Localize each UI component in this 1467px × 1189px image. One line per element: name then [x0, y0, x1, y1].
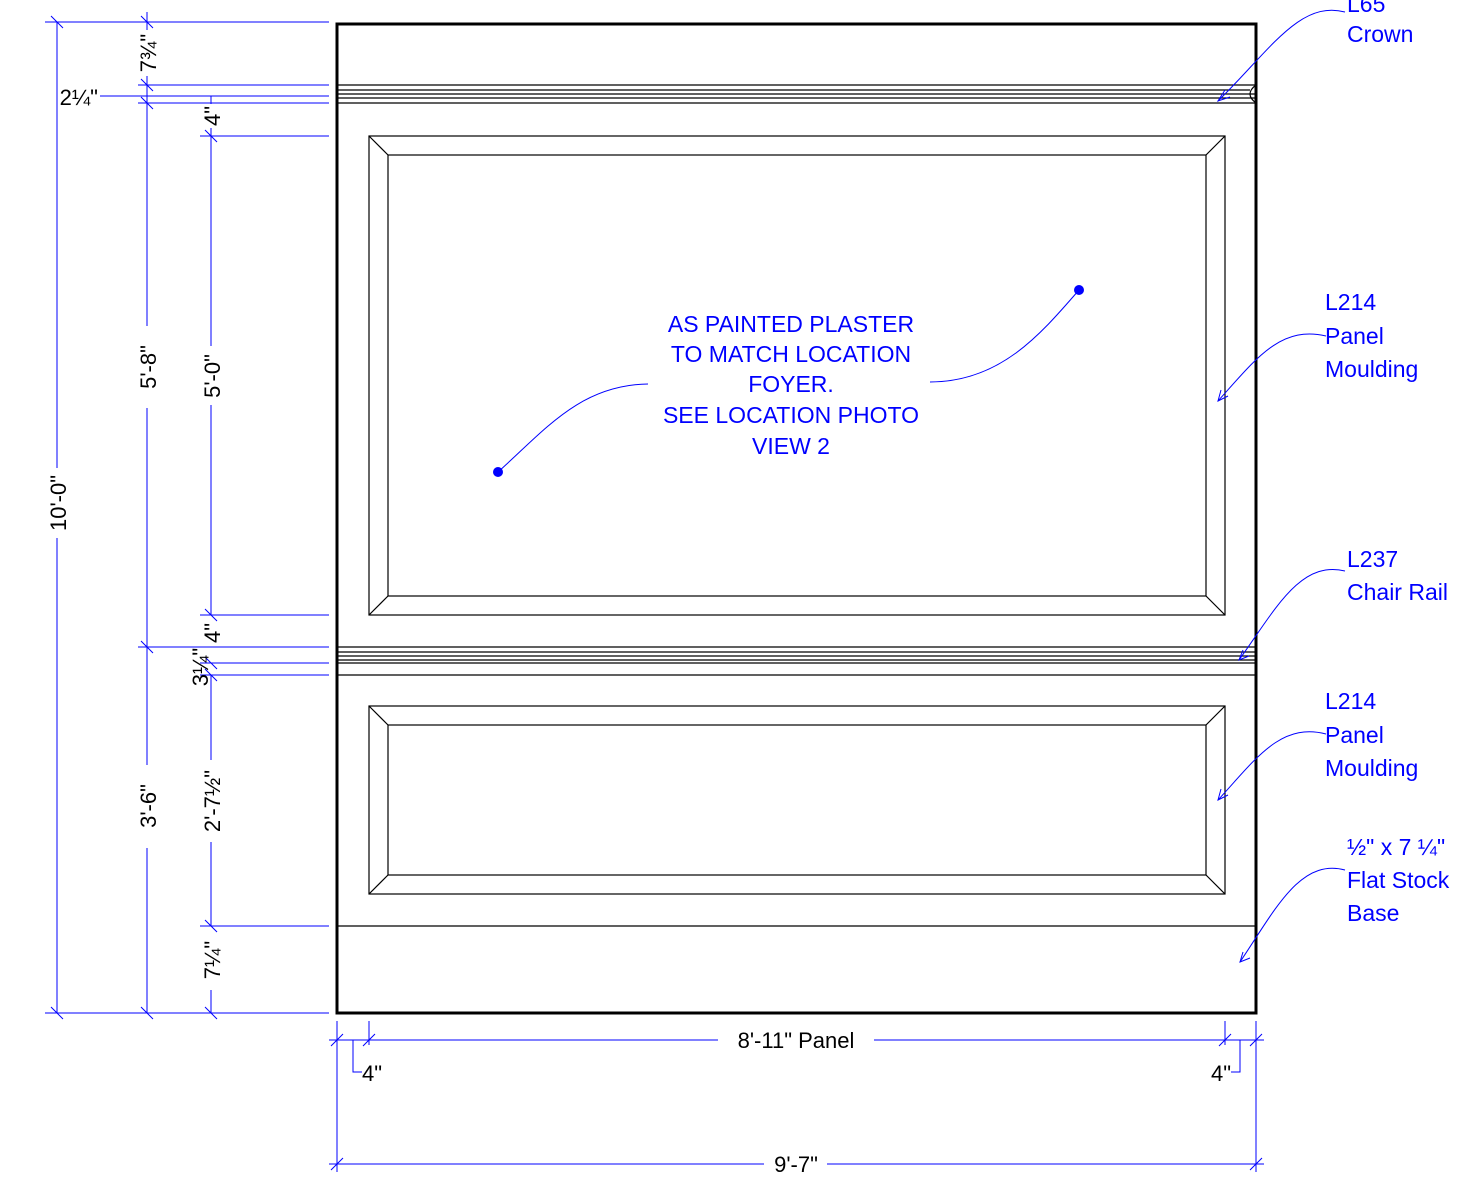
wall-elevation	[335, 22, 1258, 1015]
wall-outline	[335, 22, 1258, 1015]
note-line-1: AS PAINTED PLASTER	[668, 311, 914, 337]
upper-panel-leader	[1217, 333, 1327, 402]
callout-crown-code: L65	[1347, 0, 1385, 17]
callout-crown-name: Crown	[1347, 21, 1413, 47]
crown-moulding	[337, 84, 1257, 104]
dimension-labels: 10'-0" 7¾" 2¼" 5'-8" 4" 5'-0" 4" 3¼" 3'-…	[46, 34, 1231, 1177]
dim-overall-width: 9'-7"	[774, 1152, 818, 1177]
callout-arrowheads	[1216, 89, 1251, 963]
note-leader-left	[497, 383, 649, 473]
chair-rail-leader	[1238, 569, 1346, 661]
callout-upper-panel-name: Panel	[1325, 323, 1384, 349]
dim-crown-offset: 2¼"	[60, 85, 98, 110]
callout-lower-panel: L214 Panel Moulding	[1325, 688, 1418, 781]
callout-lower-panel-code: L214	[1325, 688, 1376, 714]
lower-panel-moulding	[368, 705, 1226, 895]
callout-chair-rail: L237 Chair Rail	[1347, 546, 1448, 605]
chair-rail	[337, 646, 1256, 676]
callout-base-name: Flat Stock	[1347, 867, 1450, 893]
dimension-lines	[45, 12, 1264, 1172]
dim-base: 7¼"	[200, 941, 225, 979]
upper-panel-moulding	[368, 135, 1226, 616]
callout-lower-panel-type: Moulding	[1325, 755, 1418, 781]
dim-upper-zone: 5'-8"	[136, 345, 161, 389]
callout-chair-rail-code: L237	[1347, 546, 1398, 572]
plaster-note: AS PAINTED PLASTER TO MATCH LOCATION FOY…	[663, 311, 919, 459]
dim-crown: 7¾"	[136, 34, 161, 72]
dim-upper-panel: 5'-0"	[200, 354, 225, 398]
dim-lower-zone: 3'-6"	[136, 784, 161, 828]
dim-overall-height: 10'-0"	[46, 475, 71, 531]
callout-upper-panel: L214 Panel Moulding	[1325, 289, 1418, 382]
crown-leader	[1217, 9, 1346, 102]
dim-left-margin: 4"	[362, 1061, 382, 1086]
dim-chair-rail: 3¼"	[188, 648, 213, 686]
dim-upper-gap-bottom: 4"	[200, 623, 225, 643]
callout-upper-panel-type: Moulding	[1325, 356, 1418, 382]
callout-lower-panel-name: Panel	[1325, 722, 1384, 748]
callout-chair-rail-name: Chair Rail	[1347, 579, 1448, 605]
callout-base-size: ½" x 7 ¼"	[1347, 834, 1445, 860]
callout-base-type: Base	[1347, 900, 1399, 926]
dim-upper-gap-top: 4"	[200, 106, 225, 126]
callout-base: ½" x 7 ¼" Flat Stock Base	[1347, 834, 1450, 926]
note-line-5: VIEW 2	[752, 433, 830, 459]
base-leader	[1239, 867, 1346, 963]
dim-lower-panel: 2'-7½"	[200, 770, 225, 832]
note-leader-right	[929, 289, 1080, 383]
note-line-3: FOYER.	[748, 371, 834, 397]
note-line-2: TO MATCH LOCATION	[671, 341, 911, 367]
note-line-4: SEE LOCATION PHOTO	[663, 402, 919, 428]
dim-right-margin: 4"	[1211, 1061, 1231, 1086]
dim-panel-width: 8'-11" Panel	[738, 1028, 855, 1053]
callout-upper-panel-code: L214	[1325, 289, 1376, 315]
callout-crown: L65 Crown	[1347, 0, 1413, 47]
note-dot-right	[1074, 285, 1084, 295]
note-dot-left	[493, 467, 503, 477]
lower-panel-leader	[1217, 731, 1327, 801]
callout-leaders	[497, 9, 1346, 963]
